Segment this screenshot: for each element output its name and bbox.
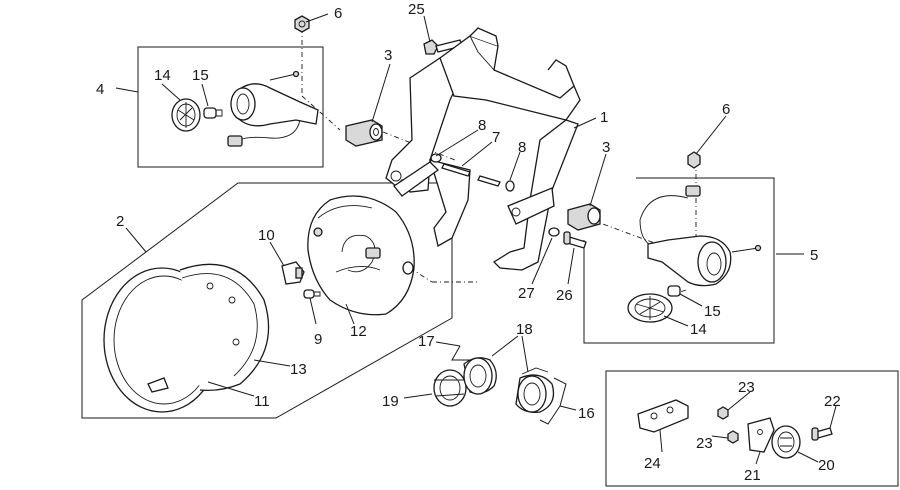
- callout-14-right: 14: [690, 321, 707, 338]
- turn-signal-right: [627, 185, 762, 323]
- callout-11: 11: [254, 393, 270, 410]
- callout-8-lower: 8: [518, 139, 526, 156]
- headlight-lens-part-13: [179, 263, 270, 392]
- callout-3-right: 3: [602, 139, 610, 156]
- parking-bulb-part-9: [303, 289, 321, 299]
- bolt-part-7: [441, 163, 501, 187]
- callout-23-upper: 23: [738, 379, 755, 396]
- turn-signal-left: [171, 70, 319, 147]
- horn-part-20: [771, 425, 801, 459]
- group-box-horn: [605, 370, 899, 487]
- callout-12: 12: [350, 323, 367, 340]
- horn-part-19: [433, 369, 467, 407]
- callout-9: 9: [314, 331, 322, 348]
- washer-part-8-lower: [505, 180, 515, 192]
- callout-19: 19: [382, 393, 399, 410]
- callout-15-right: 15: [704, 303, 721, 320]
- callout-5: 5: [810, 247, 818, 264]
- callout-7: 7: [492, 129, 500, 146]
- callout-labels: 6 25 3 4 14 15 8 7 8 1 3 6 5 15 14 27 26…: [96, 1, 841, 484]
- callout-22: 22: [824, 393, 841, 410]
- spacer-part-3-right: [567, 203, 601, 231]
- horn-bracket-part-24: [637, 399, 689, 433]
- callout-10: 10: [258, 227, 275, 244]
- callout-2: 2: [116, 213, 124, 230]
- bolt-part-26: [563, 231, 587, 249]
- callout-24: 24: [644, 455, 661, 472]
- screw-part-22: [811, 427, 833, 441]
- callout-8-upper: 8: [478, 117, 486, 134]
- headlight-bracket-part-1: [385, 27, 581, 271]
- group-box-turn-signal-left: [137, 46, 324, 168]
- nut-part-23-upper: [717, 406, 729, 420]
- spacer-part-3-left: [345, 119, 383, 147]
- group-box-turn-signal-right: [583, 177, 775, 344]
- callout-6-right: 6: [722, 101, 730, 118]
- callout-20: 20: [818, 457, 835, 474]
- headlight-bulb-part-10: [281, 261, 305, 285]
- callout-17: 17: [418, 333, 435, 350]
- callout-16: 16: [578, 405, 595, 422]
- nut-part-6-top: [294, 15, 310, 33]
- washer-part-27: [548, 227, 560, 237]
- horn-part-18-right: [515, 367, 555, 413]
- callout-15-left: 15: [192, 67, 209, 84]
- callout-23-lower: 23: [696, 435, 713, 452]
- headlight-shell-part-12: [307, 195, 415, 316]
- callout-6-top: 6: [334, 5, 342, 22]
- horn-part-18-left: [463, 357, 497, 395]
- callout-14-left: 14: [154, 67, 171, 84]
- callout-18: 18: [516, 321, 533, 338]
- nut-part-6-right: [687, 151, 701, 169]
- washer-part-8-upper: [430, 153, 442, 163]
- callout-13: 13: [290, 361, 307, 378]
- callout-21: 21: [744, 467, 761, 484]
- callout-1: 1: [600, 109, 608, 126]
- callout-26: 26: [556, 287, 573, 304]
- leader-lines: [115, 13, 837, 465]
- horn-bracket-part-21: [747, 417, 775, 453]
- callout-27: 27: [518, 285, 535, 302]
- callout-4: 4: [96, 81, 104, 98]
- callout-3-left: 3: [384, 47, 392, 64]
- callout-25: 25: [408, 1, 425, 18]
- nut-part-23-lower: [727, 430, 739, 444]
